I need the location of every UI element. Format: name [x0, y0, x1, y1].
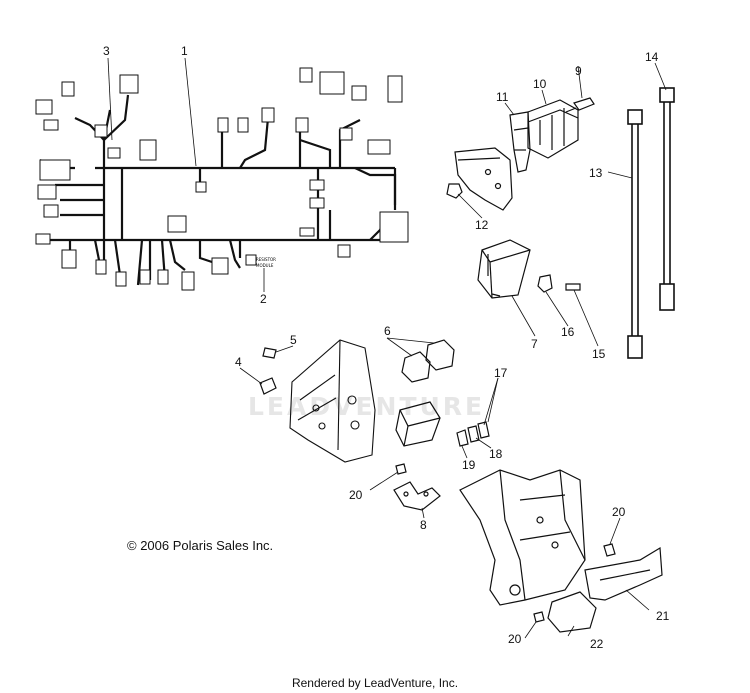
callout-10: 10: [533, 77, 547, 91]
screw-9: [565, 97, 595, 113]
callout-2: 2: [260, 292, 267, 306]
bracket-8: [393, 463, 441, 511]
clamp-4: [259, 377, 277, 395]
leader-lines: [107, 57, 667, 639]
wiring-harness: [39, 94, 397, 286]
fuses-17-18-19: [456, 421, 490, 447]
callout-7: 7: [531, 337, 538, 351]
callout-1: 1: [181, 44, 188, 58]
callout-20-a: 20: [349, 488, 363, 502]
copyright-text: © 2006 Polaris Sales Inc.: [127, 538, 274, 553]
bracket-12: [446, 147, 513, 211]
callout-17: 17: [494, 366, 508, 380]
screw-5: [262, 347, 277, 359]
spark-plug-wires: [627, 87, 675, 359]
harness-connectors: [35, 67, 409, 291]
callout-20-c: 20: [508, 632, 522, 646]
callout-21: 21: [656, 609, 670, 623]
callout-15: 15: [592, 347, 606, 361]
callout-4: 4: [235, 355, 242, 369]
callout-22: 22: [590, 637, 604, 651]
watermark: LEADVENTURE: [248, 392, 486, 421]
callout-14: 14: [645, 50, 659, 64]
screw-20-lower: [533, 543, 616, 623]
callout-6: 6: [384, 324, 391, 338]
frame-plate: [289, 339, 376, 463]
fuse-block-10: [527, 99, 579, 159]
relays-6: [401, 339, 455, 383]
callout-12: 12: [475, 218, 489, 232]
callout-9: 9: [575, 64, 582, 78]
bracket-21: [584, 546, 663, 601]
resistor-module-label-1: RESISTOR: [256, 257, 276, 262]
screw-15: [565, 283, 581, 291]
callout-8: 8: [420, 518, 427, 532]
callout-3: 3: [103, 44, 110, 58]
clip-16: [537, 274, 553, 293]
bracket-block: [395, 401, 441, 447]
ecu-7: [477, 239, 531, 299]
callout-5: 5: [290, 333, 297, 347]
resistor-module-label-2: MODULE: [256, 263, 274, 268]
footer-text: Rendered by LeadVenture, Inc.: [291, 676, 459, 690]
lower-frame: [459, 469, 586, 606]
callout-20-b: 20: [612, 505, 626, 519]
cover-22: [547, 591, 597, 633]
callout-16: 16: [561, 325, 575, 339]
callout-19: 19: [462, 458, 476, 472]
callout-18: 18: [489, 447, 503, 461]
callout-11: 11: [496, 90, 509, 104]
relay-holder-11: [509, 111, 531, 173]
callout-13: 13: [589, 166, 603, 180]
